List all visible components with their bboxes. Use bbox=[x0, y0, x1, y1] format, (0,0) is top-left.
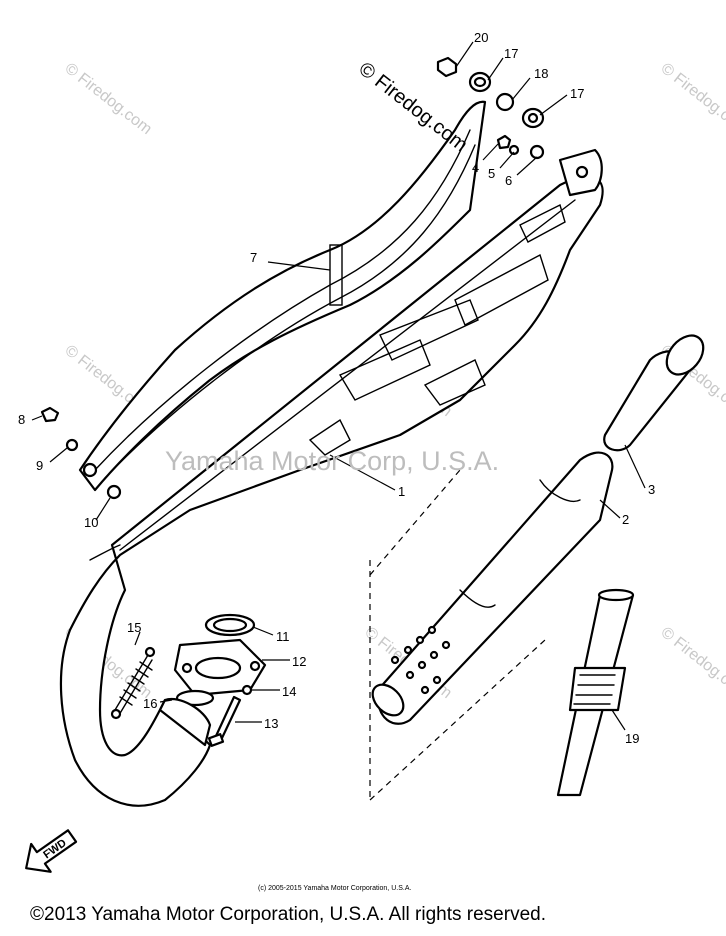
callout-10: 10 bbox=[84, 515, 98, 530]
heat-protector-rib bbox=[104, 144, 476, 479]
bolt bbox=[496, 134, 512, 150]
callout-5: 5 bbox=[488, 166, 495, 181]
tail-pipe-end bbox=[665, 334, 705, 376]
mount-tube-top bbox=[597, 588, 635, 602]
silencer-band bbox=[459, 589, 496, 608]
chamber-heat-shield bbox=[338, 339, 431, 401]
callout-8: 8 bbox=[18, 412, 25, 427]
chamber-heat-shield bbox=[379, 299, 479, 361]
silencer-outlet bbox=[371, 683, 405, 717]
callout-14: 14 bbox=[282, 684, 296, 699]
plain-washer bbox=[529, 144, 545, 160]
protector-bolt-hole bbox=[82, 462, 98, 478]
forward-arrow-icon: FWD bbox=[25, 829, 78, 873]
callout-17b: 17 bbox=[570, 86, 584, 101]
callout-16: 16 bbox=[143, 696, 157, 711]
grommet bbox=[106, 484, 122, 500]
flange-bolt-hole bbox=[249, 660, 261, 672]
callout-6: 6 bbox=[505, 173, 512, 188]
callouts: 20 17 18 17 4 5 6 7 8 9 10 1 2 3 11 12 1… bbox=[18, 30, 655, 746]
chamber-heat-shield bbox=[454, 253, 549, 326]
callout-3: 3 bbox=[648, 482, 655, 497]
nut bbox=[436, 56, 458, 78]
assembly-guide-line bbox=[369, 469, 461, 576]
callout-18: 18 bbox=[534, 66, 548, 81]
callout-12: 12 bbox=[292, 654, 306, 669]
gasket-ring-inner bbox=[212, 617, 248, 633]
flange-bolt bbox=[214, 695, 242, 740]
chamber-heat-shield bbox=[519, 203, 566, 243]
washer bbox=[241, 684, 253, 696]
washer bbox=[65, 438, 79, 452]
spring-washer bbox=[508, 144, 520, 156]
heat-protector bbox=[78, 100, 487, 492]
footer-copyright: ©2013 Yamaha Motor Corporation, U.S.A. A… bbox=[30, 904, 546, 925]
callout-1: 1 bbox=[398, 484, 405, 499]
center-watermark: Yamaha Motor Corp, U.S.A. bbox=[165, 446, 500, 476]
bolt bbox=[40, 406, 60, 423]
damper-texture bbox=[573, 674, 616, 705]
tension-spring bbox=[110, 646, 156, 720]
damper-grommet bbox=[495, 92, 515, 112]
heat-protector-rib bbox=[94, 129, 471, 471]
heat-protector-slot bbox=[329, 244, 343, 306]
silencer-perforations bbox=[390, 625, 451, 695]
silencer-band bbox=[539, 479, 581, 502]
flange-bolt-hole bbox=[181, 662, 193, 674]
rubber-damper bbox=[568, 666, 627, 712]
callout-7: 7 bbox=[250, 250, 257, 265]
callout-20: 19 bbox=[625, 731, 639, 746]
callout-19: 20 bbox=[474, 30, 488, 45]
header-pipe-end bbox=[158, 697, 212, 747]
chamber-heat-shield bbox=[308, 418, 351, 456]
bracket-hole bbox=[575, 165, 589, 179]
expansion-chamber bbox=[59, 175, 604, 807]
callout-9: 9 bbox=[36, 458, 43, 473]
callout-2: 2 bbox=[622, 512, 629, 527]
leader-lines bbox=[31, 41, 646, 731]
small-copyright: (c) 2005-2015 Yamaha Motor Corporation, … bbox=[258, 885, 412, 892]
flange-port bbox=[194, 656, 242, 680]
chamber-seam bbox=[89, 544, 121, 561]
callout-4: 4 bbox=[472, 160, 479, 175]
collar-inner bbox=[527, 112, 539, 124]
callout-15: 15 bbox=[127, 620, 141, 635]
chamber-seam bbox=[119, 199, 576, 551]
collar-inner bbox=[473, 76, 487, 88]
callout-11: 11 bbox=[276, 629, 290, 644]
callout-13: 13 bbox=[264, 716, 278, 731]
chamber-heat-shield bbox=[423, 359, 486, 406]
flange-bolt-head bbox=[207, 733, 225, 747]
callout-17: 17 bbox=[504, 46, 518, 61]
